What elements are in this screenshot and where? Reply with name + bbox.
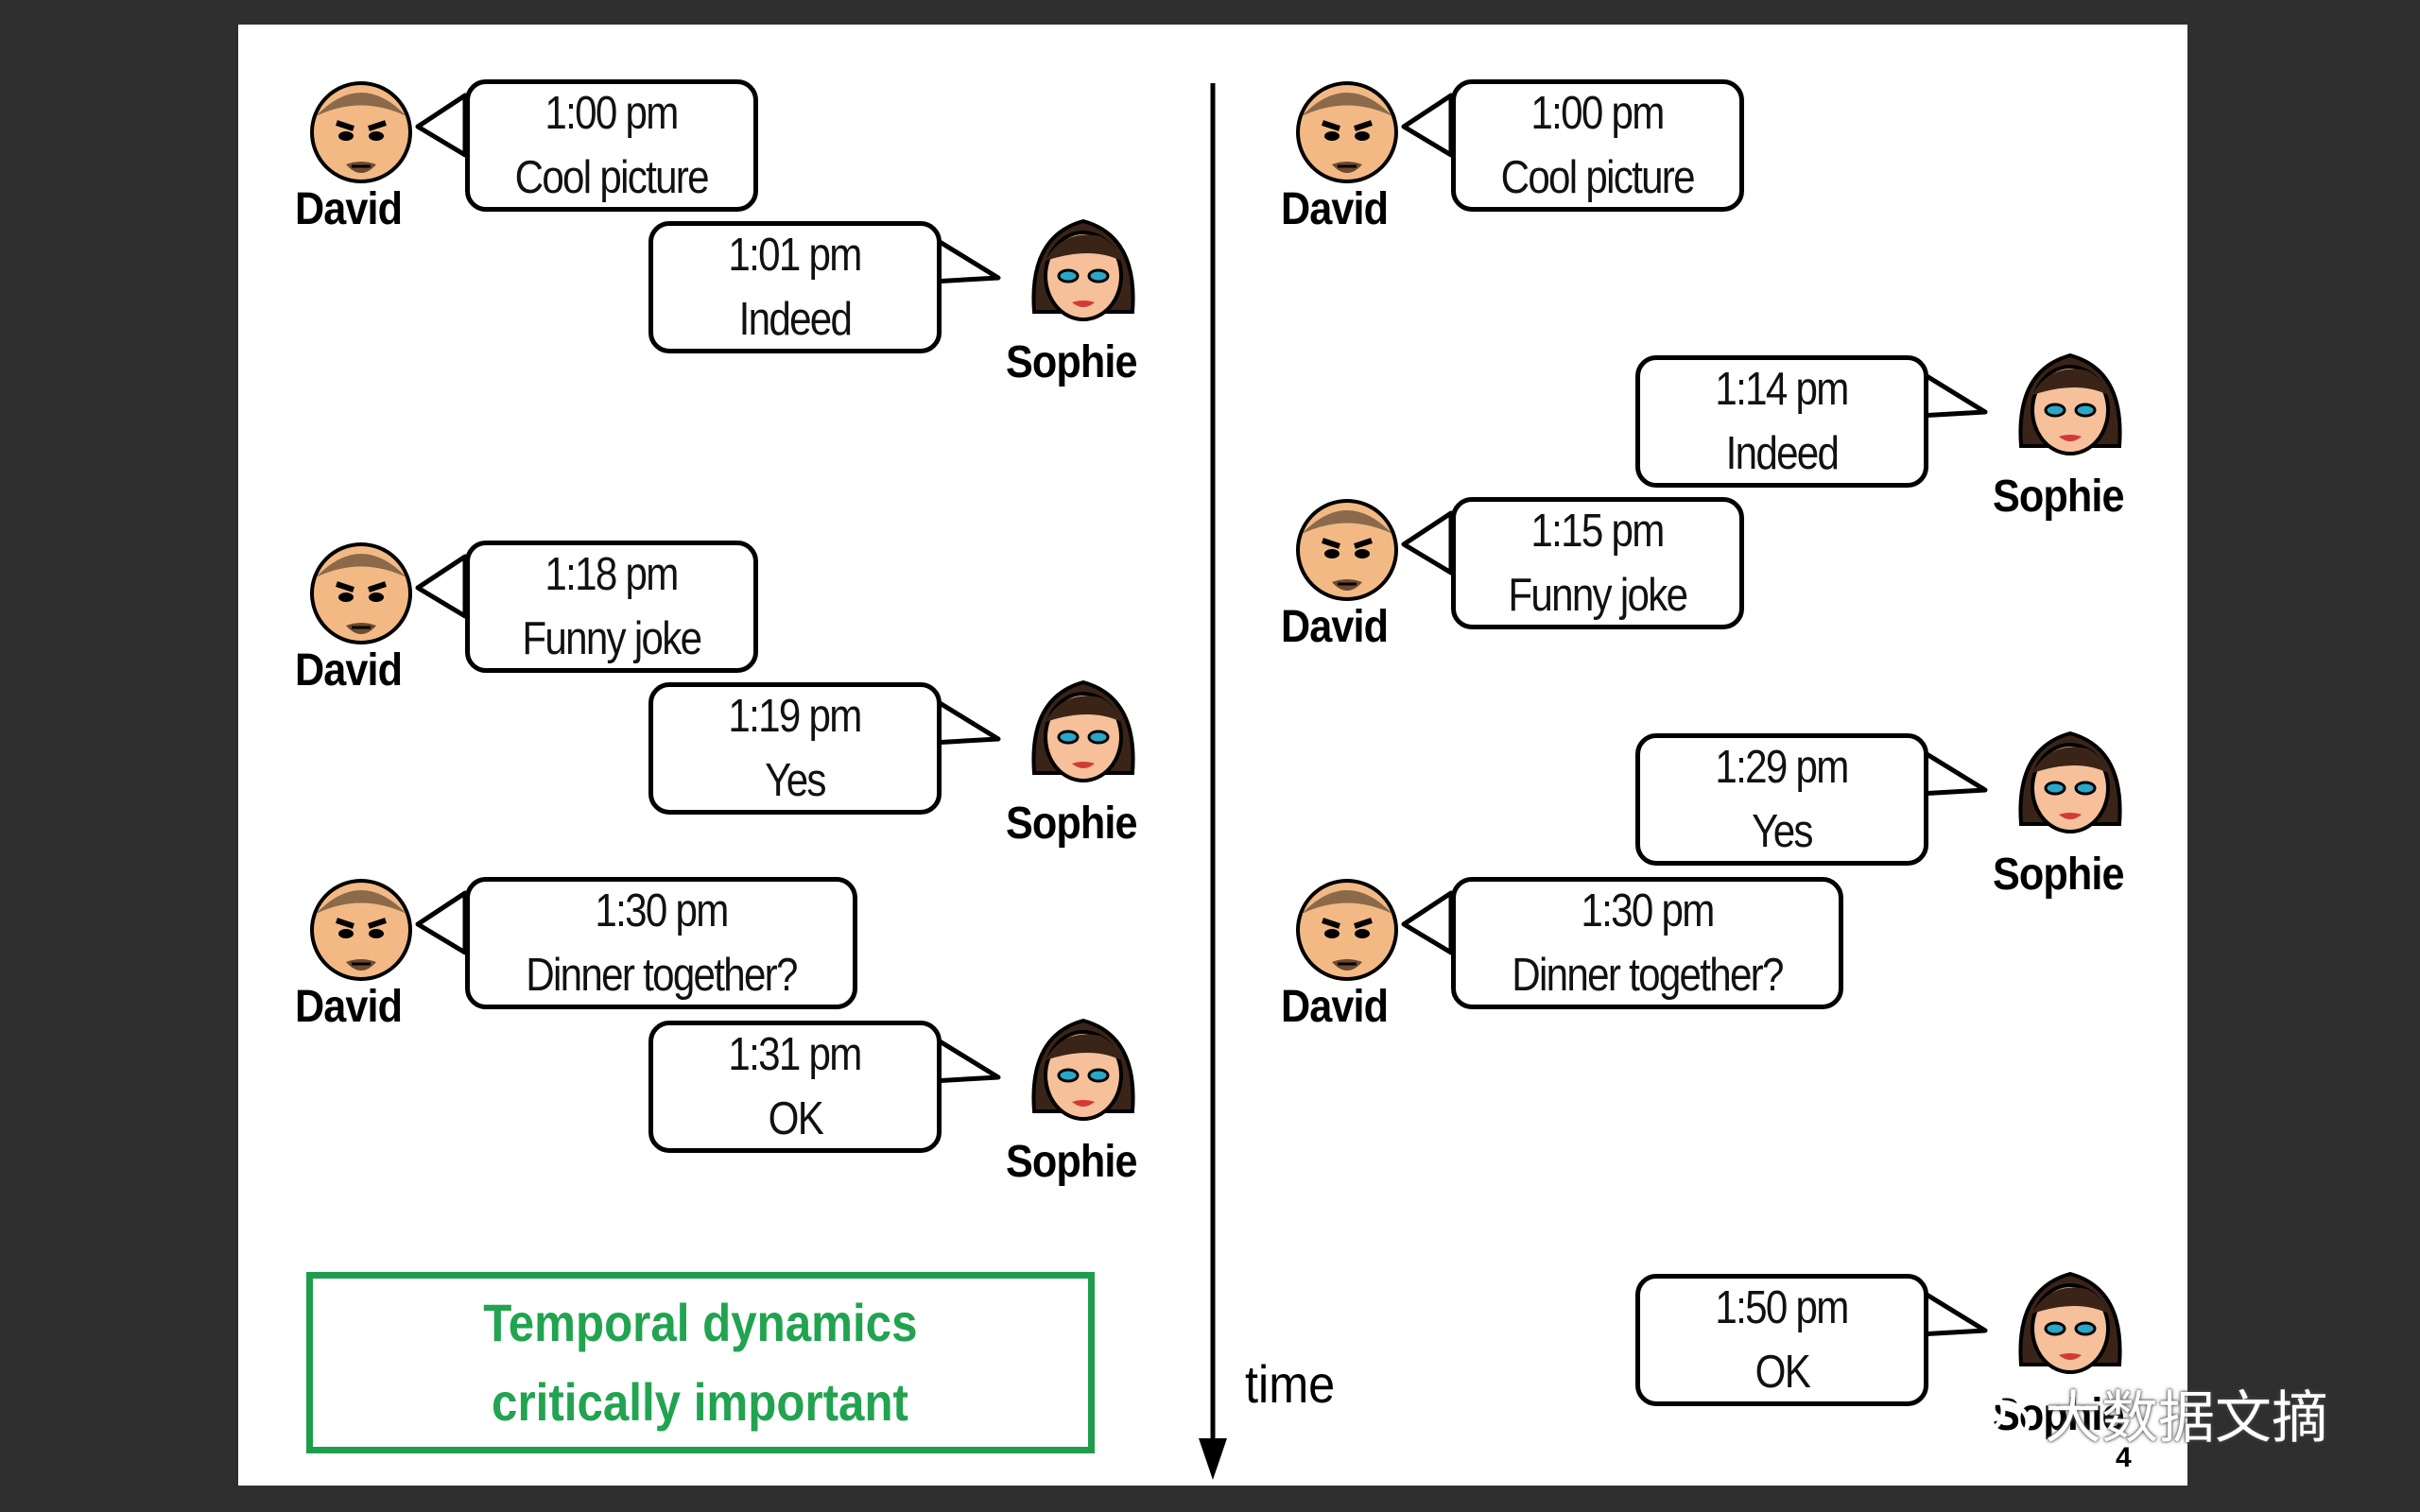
message-time: 1:31 pm (728, 1029, 863, 1080)
sophie-avatar-icon (1031, 679, 1135, 782)
speech-bubble: 1:19 pm Yes (648, 682, 942, 815)
page-number: 4 (2116, 1442, 2132, 1473)
speech-bubble: 1:15 pm Funny joke (1451, 497, 1744, 629)
message-text: Funny joke (522, 613, 703, 664)
slide: time 1:00 pm Cool picture David 1:01 pm … (238, 25, 2187, 1486)
speech-tail-icon (1910, 747, 1988, 797)
speech-tail-icon (924, 1034, 1001, 1084)
sophie-avatar-icon (2018, 352, 2122, 455)
sender-name: David (1281, 982, 1389, 1032)
speech-bubble: 1:14 pm Indeed (1635, 355, 1928, 488)
message-time: 1:00 pm (1530, 88, 1666, 139)
message-text: OK (768, 1093, 823, 1144)
message-time: 1:00 pm (544, 88, 680, 139)
sophie-avatar-icon (1031, 1018, 1135, 1121)
sophie-avatar-icon (2018, 730, 2122, 833)
sender-name: Sophie (1993, 1390, 2125, 1440)
callout-line-1: Temporal dynamics (483, 1293, 918, 1352)
david-avatar-icon (1296, 499, 1398, 601)
speech-tail-icon (1910, 369, 1988, 419)
wechat-icon (1936, 1383, 2031, 1444)
message-time: 1:14 pm (1715, 364, 1850, 415)
speech-bubble: 1:30 pm Dinner together? (1451, 877, 1843, 1009)
message-text: Dinner together? (526, 950, 798, 1001)
david-avatar-icon (310, 879, 412, 981)
speech-tail-icon (924, 696, 1001, 746)
sender-name: David (295, 982, 403, 1032)
sender-name: David (1281, 602, 1389, 652)
sender-name: Sophie (1993, 472, 2125, 522)
speech-bubble: 1:00 pm Cool picture (465, 79, 758, 212)
speech-bubble: 1:29 pm Yes (1635, 733, 1928, 866)
message-text: Indeed (1725, 428, 1840, 479)
message-text: Funny joke (1508, 570, 1689, 621)
david-avatar-icon (310, 542, 412, 644)
speech-tail-icon (1910, 1287, 1988, 1337)
sophie-avatar-icon (1031, 218, 1135, 321)
speech-bubble: 1:01 pm Indeed (648, 221, 942, 353)
message-time: 1:50 pm (1715, 1282, 1850, 1333)
callout-line-2: critically important (492, 1372, 909, 1432)
watermark: 大数据文摘 (1933, 1372, 2328, 1454)
message-text: Indeed (738, 294, 853, 345)
speech-bubble: 1:00 pm Cool picture (1451, 79, 1744, 212)
message-text: Dinner together? (1512, 950, 1784, 1001)
message-time: 1:30 pm (1581, 885, 1715, 936)
sender-name: Sophie (1006, 799, 1138, 849)
sender-name: Sophie (1006, 337, 1138, 387)
message-time: 1:19 pm (728, 691, 863, 742)
message-time: 1:01 pm (728, 230, 863, 281)
message-text: Cool picture (1500, 152, 1696, 203)
watermark-text: 大数据文摘 (2045, 1386, 2328, 1450)
sender-name: Sophie (1993, 850, 2125, 900)
message-time: 1:30 pm (595, 885, 729, 936)
message-text: Yes (765, 755, 826, 806)
time-axis-arrow (1199, 83, 1227, 1480)
sender-name: David (1281, 184, 1389, 234)
message-text: Cool picture (514, 152, 710, 203)
speech-tail-icon (924, 234, 1001, 284)
david-avatar-icon (1296, 81, 1398, 183)
speech-bubble: 1:31 pm OK (648, 1021, 942, 1153)
time-axis-label: time (1245, 1354, 1336, 1414)
sophie-avatar-icon (2018, 1271, 2122, 1374)
sender-name: David (295, 645, 403, 696)
callout-box: Temporal dynamics critically important (306, 1272, 1095, 1453)
david-avatar-icon (310, 81, 412, 183)
speech-bubble: 1:30 pm Dinner together? (465, 877, 857, 1009)
sender-name: David (295, 184, 403, 234)
message-time: 1:18 pm (544, 549, 680, 600)
message-time: 1:29 pm (1715, 742, 1850, 793)
message-time: 1:15 pm (1530, 506, 1666, 557)
david-avatar-icon (1296, 879, 1398, 981)
speech-bubble: 1:18 pm Funny joke (465, 541, 758, 673)
sender-name: Sophie (1006, 1137, 1138, 1187)
speech-bubble: 1:50 pm OK (1635, 1274, 1928, 1406)
message-text: Yes (1752, 806, 1813, 857)
message-text: OK (1754, 1347, 1810, 1398)
